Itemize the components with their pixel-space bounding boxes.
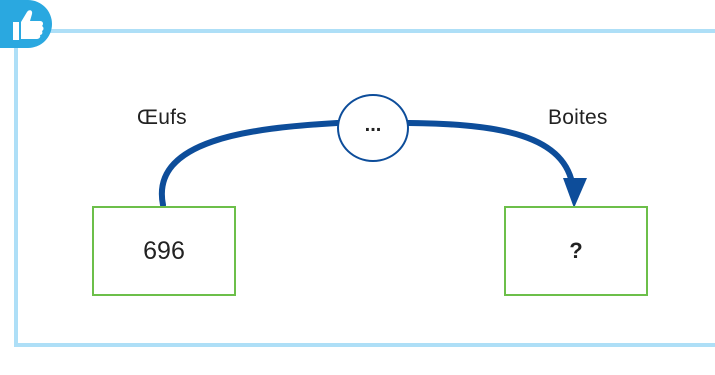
right-value: ? bbox=[569, 238, 583, 263]
operator-label: ... bbox=[364, 113, 382, 136]
thumbs-up-icon bbox=[0, 0, 52, 48]
arrow-head bbox=[563, 178, 587, 208]
right-value-box: ? bbox=[504, 206, 648, 296]
left-label: Œufs bbox=[137, 106, 187, 129]
left-value-box: 696 bbox=[92, 206, 236, 296]
frame-top-border bbox=[14, 29, 715, 33]
frame-left-border bbox=[14, 29, 18, 347]
left-value: 696 bbox=[143, 236, 185, 265]
right-label: Boites bbox=[548, 106, 608, 129]
frame-bottom-border bbox=[14, 343, 715, 347]
operator-circle: ... bbox=[337, 94, 409, 162]
